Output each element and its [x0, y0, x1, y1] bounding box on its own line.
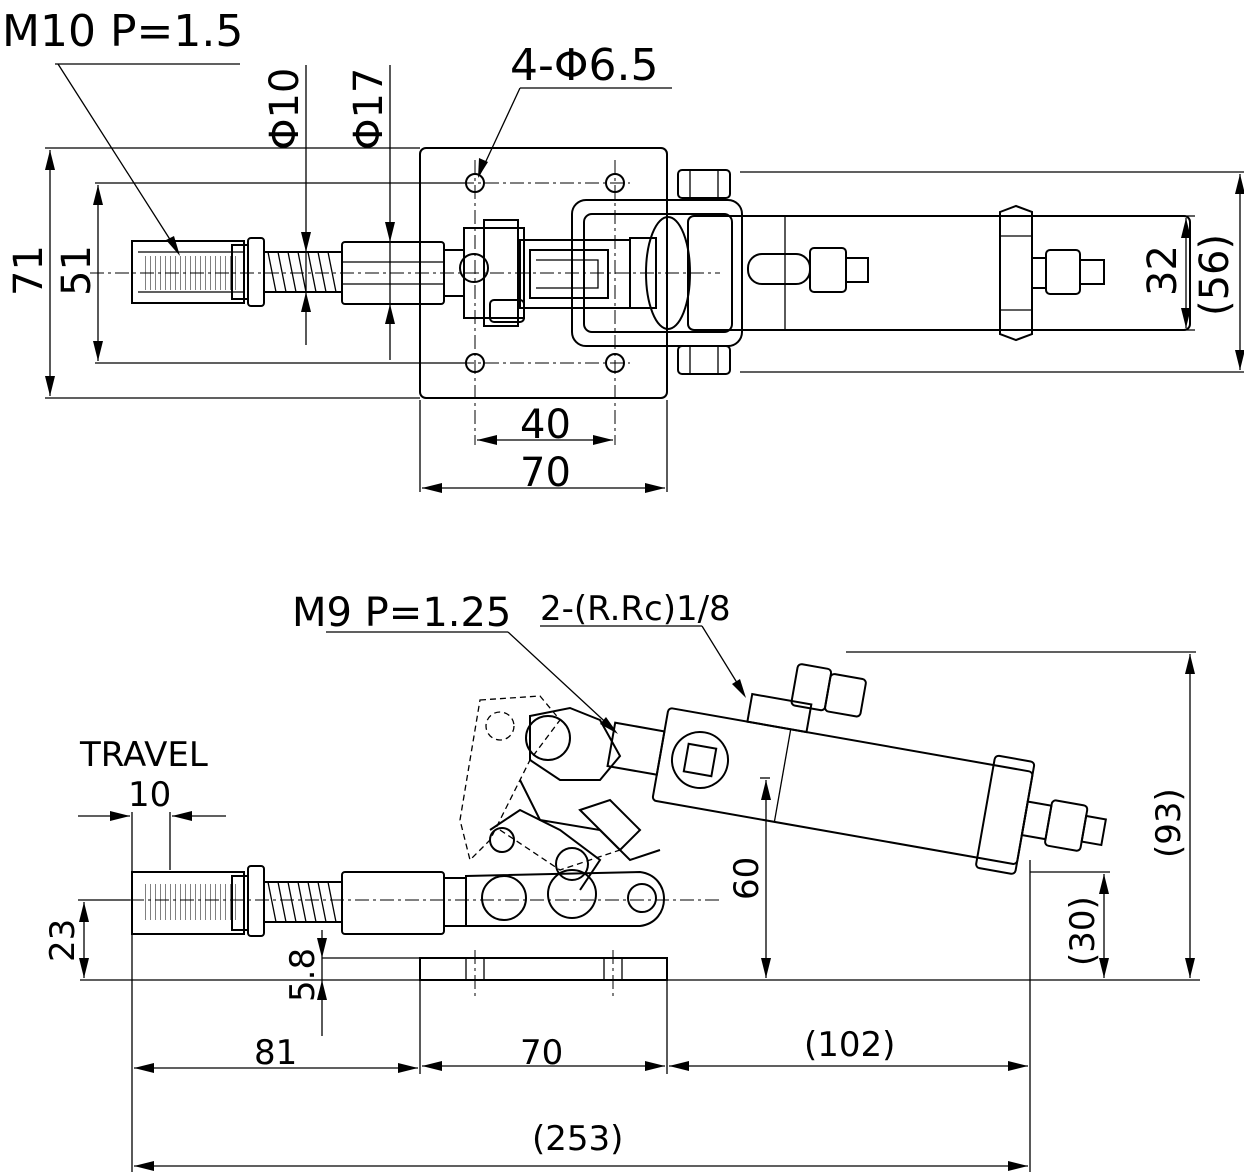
top-linkage	[459, 219, 657, 327]
side-port-label: 2-(R.Rc)1/8	[540, 589, 731, 629]
top-dia-large: Φ17	[346, 68, 392, 150]
side-pivot-height: 60	[727, 857, 767, 900]
top-dimensions	[45, 63, 1244, 493]
top-air-cylinder	[687, 204, 1191, 342]
top-view: M10 P=1.5 4-Φ6.5 Φ10 Φ17 71 51 40 70 32 …	[2, 6, 1244, 496]
side-base-plate	[419, 957, 668, 981]
top-threaded-rod	[131, 237, 265, 307]
top-height-overall: 71	[6, 245, 52, 296]
side-air-cylinder	[606, 663, 1108, 875]
side-base-offset: 5.8	[283, 948, 323, 1002]
top-clevis	[571, 169, 743, 375]
top-hole-spacing: 40	[520, 402, 571, 448]
side-travel-label: TRAVEL	[79, 735, 208, 775]
side-linkage	[459, 695, 665, 927]
top-base-width: 70	[520, 450, 571, 496]
side-dimensions	[78, 625, 1196, 1172]
side-overall-height: (93)	[1149, 788, 1189, 858]
side-overall-length: (253)	[532, 1119, 623, 1159]
top-cylinder-body: (56)	[1192, 234, 1238, 316]
side-travel-value: 10	[128, 775, 171, 815]
side-rod-length: 81	[254, 1033, 297, 1073]
side-cylinder-length: (102)	[804, 1025, 895, 1065]
top-cylinder-height: 32	[1140, 245, 1186, 296]
top-dia-small: Φ10	[262, 68, 308, 150]
side-threaded-rod	[80, 865, 720, 937]
top-plunger-body	[90, 241, 720, 305]
top-holes-label: 4-Φ6.5	[510, 40, 658, 91]
top-spring	[263, 251, 343, 293]
top-mounting-holes	[460, 160, 630, 445]
top-height-inner: 51	[54, 245, 100, 296]
side-view: M9 P=1.25 2-(R.Rc)1/8 TRAVEL 10 23 5.8 6…	[43, 589, 1200, 1172]
top-thread-label: M10 P=1.5	[2, 6, 243, 57]
side-thread-label: M9 P=1.25	[292, 590, 511, 636]
side-cylinder-offset: (30)	[1063, 896, 1103, 966]
side-base-width: 70	[520, 1033, 563, 1073]
side-rod-height: 23	[43, 919, 83, 962]
